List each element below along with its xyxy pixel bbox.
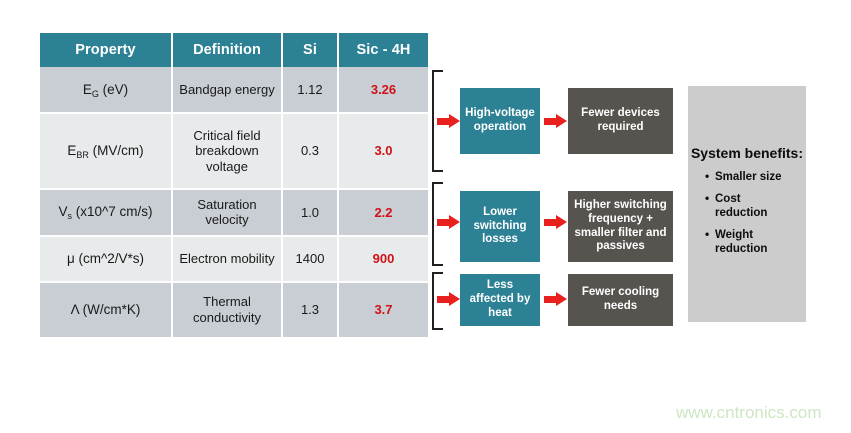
cell-property: Vs (x10^7 cm/s)	[40, 189, 173, 237]
list-item: Weight reduction	[705, 227, 789, 257]
cell-property: EBR (MV/cm)	[40, 113, 173, 190]
table-row: EBR (MV/cm) Critical field breakdown vol…	[40, 113, 428, 190]
property-comparison-table: Property Definition Si Sic - 4H EG (eV) …	[40, 33, 428, 339]
column-header-si: Si	[282, 33, 339, 67]
column-header-sic: Sic - 4H	[338, 33, 428, 67]
flow-effect-higher-switching-frequency: Higher switching frequency + smaller fil…	[568, 191, 673, 262]
table-row: Vs (x10^7 cm/s) Saturation velocity 1.0 …	[40, 189, 428, 237]
arrow-to-high-voltage-operation	[437, 114, 460, 128]
arrow-to-fewer-cooling-needs	[544, 292, 568, 306]
cell-sic: 2.2	[338, 189, 428, 237]
cell-property: Λ (W/cm*K)	[40, 281, 173, 339]
watermark-url: www.cntronics.com	[676, 403, 822, 422]
arrow-to-less-affected-by-heat	[437, 292, 460, 306]
cell-definition: Critical field breakdown voltage	[172, 113, 283, 190]
list-item: Cost reduction	[705, 191, 789, 221]
arrow-to-fewer-devices-required	[544, 114, 568, 128]
list-item: Smaller size	[705, 169, 789, 184]
cell-si: 1.12	[282, 67, 339, 114]
bracket-high-voltage	[432, 70, 443, 172]
system-benefits-list: Smaller size Cost reduction Weight reduc…	[705, 169, 789, 263]
cell-definition: Bandgap energy	[172, 67, 283, 114]
flow-effect-fewer-devices-required: Fewer devices required	[568, 88, 673, 154]
column-header-definition: Definition	[172, 33, 283, 67]
flow-cause-high-voltage-operation: High-voltage operation	[460, 88, 540, 154]
system-benefits-title: System benefits:	[690, 144, 804, 161]
cell-definition: Saturation velocity	[172, 189, 283, 237]
table-header-row: Property Definition Si Sic - 4H	[40, 33, 428, 67]
cell-si: 1.3	[282, 281, 339, 339]
flow-effect-fewer-cooling-needs: Fewer cooling needs	[568, 274, 673, 326]
cell-si: 1400	[282, 235, 339, 283]
cell-property: EG (eV)	[40, 67, 173, 114]
cell-sic: 3.7	[338, 281, 428, 339]
arrow-to-higher-switching-frequency	[544, 215, 568, 229]
table-row: EG (eV) Bandgap energy 1.12 3.26	[40, 67, 428, 114]
cell-sic: 900	[338, 235, 428, 283]
cell-definition: Electron mobility	[172, 235, 283, 283]
cell-property: μ (cm^2/V*s)	[40, 235, 173, 283]
arrow-to-lower-switching-losses	[437, 215, 460, 229]
cell-sic: 3.0	[338, 113, 428, 190]
system-benefits-panel: System benefits: Smaller size Cost reduc…	[688, 86, 806, 322]
cell-definition: Thermal conductivity	[172, 281, 283, 339]
cell-sic: 3.26	[338, 67, 428, 114]
table-row: Λ (W/cm*K) Thermal conductivity 1.3 3.7	[40, 281, 428, 339]
column-header-property: Property	[40, 33, 173, 67]
bracket-switching	[432, 182, 443, 266]
cell-si: 0.3	[282, 113, 339, 190]
cell-si: 1.0	[282, 189, 339, 237]
flow-cause-less-affected-by-heat: Less affected by heat	[460, 274, 540, 326]
flow-cause-lower-switching-losses: Lower switching losses	[460, 191, 540, 262]
bracket-thermal	[432, 272, 443, 330]
table-row: μ (cm^2/V*s) Electron mobility 1400 900	[40, 235, 428, 283]
